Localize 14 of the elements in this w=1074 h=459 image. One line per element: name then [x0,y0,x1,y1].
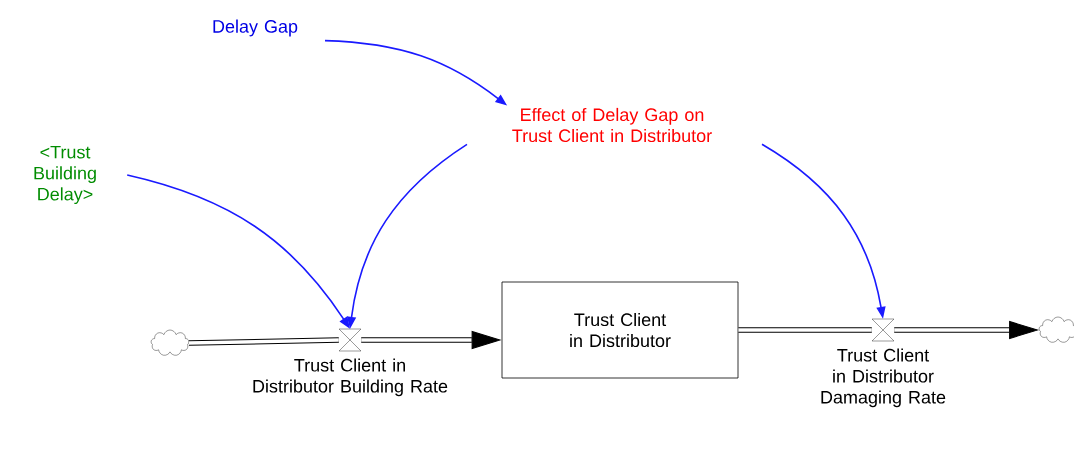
stock-box: Trust Client in Distributor [501,281,739,379]
flow-pipe [894,321,1038,339]
variable-label: Delay Gap [213,19,298,37]
flow-pipe [361,331,501,349]
variable-label: <Trust Building Delay> [34,145,96,205]
cloud-symbol [1038,316,1074,343]
flow-pipe [188,337,339,346]
flow-pipe [738,327,872,333]
flow-label: Trust Client in Distributor Damaging Rate [821,348,946,408]
valve-symbol [253,328,448,397]
valve-symbol [821,318,946,408]
flow-label: Trust Client in Distributor Building Rate [253,358,448,397]
variable-label: Effect of Delay Gap on Trust Client in Distributor [512,107,712,143]
cloud-symbol [150,329,190,356]
